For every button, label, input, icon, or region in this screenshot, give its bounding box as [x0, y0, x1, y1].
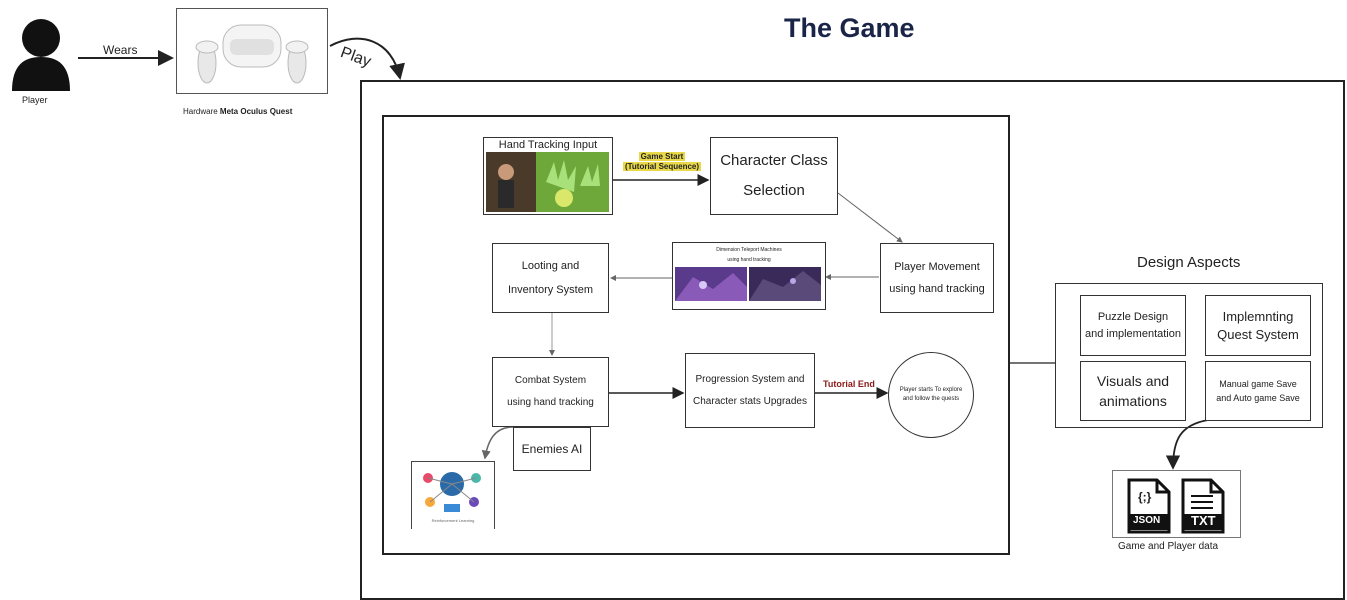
character-class-line2: Selection: [743, 182, 805, 199]
brain-network-icon: [423, 472, 481, 512]
player-starts-line2: and follow the quests: [902, 396, 960, 402]
quest-line1: Implemnting: [1222, 308, 1294, 324]
looting-line2: Inventory System: [508, 284, 593, 296]
dimension-images: [675, 267, 821, 301]
character-class-box: Character Class Selection: [710, 137, 838, 215]
flow-frame: [382, 115, 1010, 555]
wears-label: Wears: [103, 43, 138, 57]
arrow-class-to-movement: [837, 192, 903, 243]
design-aspects-frame: [1055, 283, 1323, 428]
rl-caption: Reinforcement Learning: [431, 518, 475, 523]
page-title: The Game: [784, 13, 915, 43]
dimension-teleport-box: Dimension Teleport Machines using hand t…: [672, 242, 826, 310]
progression-box: Progression System and Character stats U…: [685, 353, 815, 428]
visuals-line2: animations: [1099, 393, 1167, 409]
combat-line1: Combat System: [514, 375, 587, 386]
character-class-line1: Character Class: [720, 152, 828, 169]
hand-tracking-input: Hand Tracking Input: [483, 137, 613, 215]
hardware-image: [176, 8, 328, 94]
player-movement-line1: Player Movement: [894, 261, 980, 273]
combat-line2: using hand tracking: [507, 397, 594, 408]
player-label: Player: [22, 95, 48, 105]
puzzle-line1: Puzzle Design: [1097, 310, 1169, 323]
data-files-caption: Game and Player data: [1118, 541, 1219, 552]
player-starts-circle: Player starts To explore and follow the …: [888, 352, 974, 438]
play-arrow: [329, 37, 405, 80]
enemies-ai-label: Enemies AI: [521, 442, 583, 456]
dimension-line2: using hand tracking: [727, 257, 771, 263]
hand-tracking-image: [486, 152, 609, 212]
combat-box: Combat System using hand tracking: [492, 357, 609, 427]
save-line2: and Auto game Save: [1216, 393, 1300, 403]
player-starts-line1: Player starts To explore: [899, 387, 963, 393]
looting-line1: Looting and: [521, 260, 580, 272]
quest-system-box: Implemnting Quest System: [1205, 295, 1311, 356]
json-label: JSON: [1133, 515, 1161, 526]
dimension-line1: Dimension Teleport Machines: [716, 247, 782, 253]
progression-line2: Character stats Upgrades: [693, 395, 807, 407]
txt-label: TXT: [1191, 513, 1216, 528]
puzzle-design-box: Puzzle Design and implementation: [1080, 295, 1186, 356]
design-heading: Design Aspects: [1137, 254, 1241, 271]
visuals-line1: Visuals and: [1096, 373, 1170, 389]
player-movement-line2: using hand tracking: [889, 283, 985, 295]
player-icon: [12, 19, 70, 91]
player-movement-box: Player Movement using hand tracking: [880, 243, 994, 313]
data-files-box: [1112, 470, 1241, 538]
arrow-design-to-data: [1165, 419, 1209, 470]
looting-box: Looting and Inventory System: [492, 243, 609, 313]
game-start-line2: (Tutorial Sequence): [622, 162, 702, 171]
rl-image: Reinforcement Learning: [411, 461, 495, 529]
save-line1: Manual game Save: [1219, 379, 1297, 389]
game-start-label: Game Start (Tutorial Sequence): [618, 152, 706, 172]
save-box: Manual game Save and Auto game Save: [1205, 361, 1311, 421]
vr-headset-icon: [195, 24, 309, 84]
hardware-name: Meta Oculus Quest: [219, 107, 293, 116]
arrow-enemies-to-rl: [481, 426, 514, 460]
progression-line1: Progression System and: [695, 373, 805, 385]
enemies-ai-box: Enemies AI: [513, 427, 591, 471]
hand-tracking-label: Hand Tracking Input: [498, 139, 598, 151]
hardware-prefix: Hardware: [183, 107, 220, 116]
json-file-icon: [1127, 478, 1171, 534]
tutorial-end-label: Tutorial End: [823, 379, 875, 389]
txt-file-icon: [1181, 478, 1225, 534]
game-start-line1: Game Start: [638, 152, 686, 161]
puzzle-line2: and implementation: [1084, 327, 1181, 340]
quest-line2: Quest System: [1217, 326, 1299, 342]
visuals-box: Visuals and animations: [1080, 361, 1186, 421]
json-braces: {;}: [1138, 490, 1152, 504]
hardware-caption: Hardware Meta Oculus Quest: [183, 107, 292, 116]
